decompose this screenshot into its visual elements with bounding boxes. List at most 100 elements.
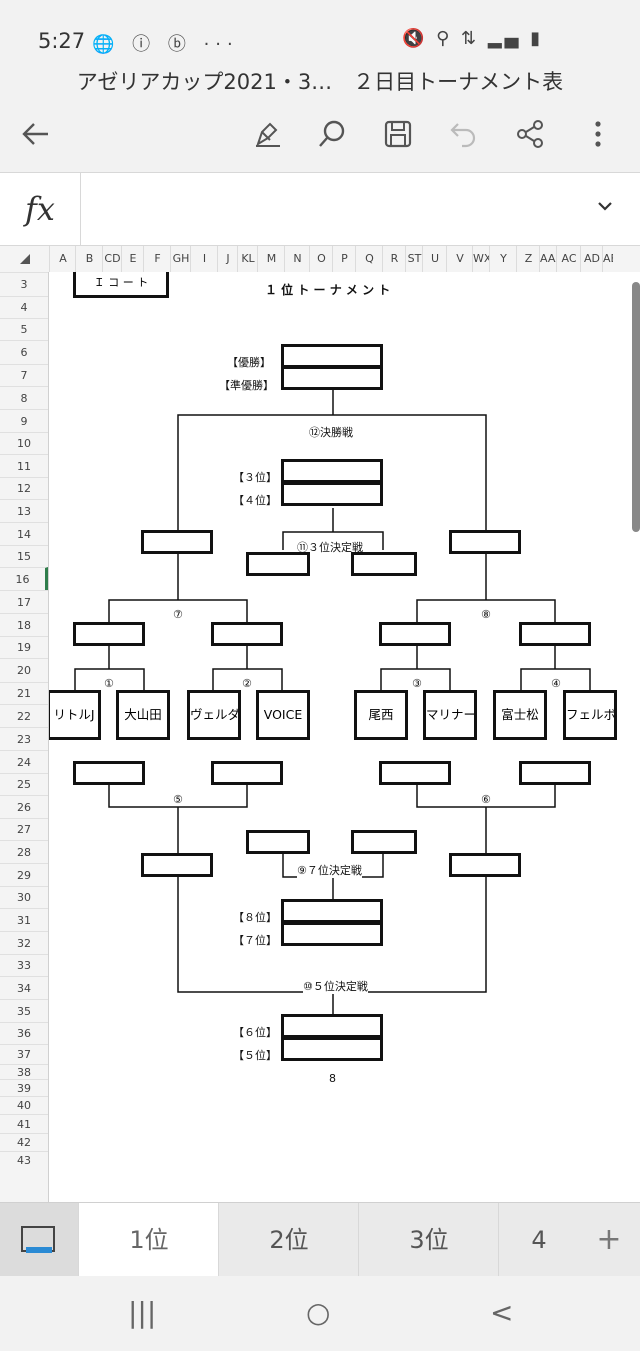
seventh-match-right-slot[interactable]: [351, 830, 417, 854]
third-slot[interactable]: [281, 459, 383, 483]
fifth-right-slot[interactable]: [449, 853, 521, 877]
column-header-cell[interactable]: N: [284, 246, 310, 272]
row-header-cell[interactable]: 24: [0, 750, 48, 774]
row-header-cell[interactable]: 32: [0, 931, 48, 955]
save-icon[interactable]: [378, 118, 418, 158]
fourth-slot[interactable]: [281, 482, 383, 506]
column-header-cell[interactable]: AAAE: [539, 246, 557, 272]
fifth-left-slot[interactable]: [141, 853, 213, 877]
row-header-cell[interactable]: 8: [0, 386, 48, 410]
column-header-cell[interactable]: AE: [602, 246, 613, 272]
third-match-right-slot[interactable]: [351, 552, 417, 576]
add-tab-button[interactable]: +: [596, 1222, 622, 1257]
row-header-cell[interactable]: 19: [0, 636, 48, 659]
cons-slot-1[interactable]: [73, 761, 145, 785]
column-header-cell[interactable]: M: [257, 246, 285, 272]
row-header-cell[interactable]: 20: [0, 658, 48, 683]
runner-up-slot[interactable]: [281, 366, 383, 390]
row-header-cell[interactable]: 35: [0, 999, 48, 1023]
vertical-scrollbar[interactable]: [632, 282, 640, 532]
column-header-cell[interactable]: V: [446, 246, 473, 272]
column-header-cell[interactable]: O: [309, 246, 333, 272]
select-all-corner[interactable]: [0, 246, 48, 272]
seventh-slot[interactable]: [281, 922, 383, 946]
column-header-cell[interactable]: WX: [472, 246, 490, 272]
fx-icon[interactable]: fx: [0, 173, 81, 245]
fifth-slot[interactable]: [281, 1037, 383, 1061]
team-2[interactable]: 大山田: [116, 690, 170, 740]
row-header-cell[interactable]: 21: [0, 682, 48, 705]
eighth-slot[interactable]: [281, 899, 383, 923]
column-header-cell[interactable]: Q: [355, 246, 383, 272]
row-header-cell[interactable]: 25: [0, 773, 48, 796]
row-header-cell[interactable]: 23: [0, 727, 48, 751]
search-icon[interactable]: [312, 118, 352, 158]
row-header-cell[interactable]: 6: [0, 340, 48, 365]
row-header-cell[interactable]: 36: [0, 1022, 48, 1045]
row-header-cell[interactable]: 17: [0, 590, 48, 614]
row-header-cell[interactable]: 42: [0, 1133, 48, 1152]
row-header-cell[interactable]: 3: [0, 272, 48, 297]
row-header-cell[interactable]: 9: [0, 409, 48, 433]
column-header-cell[interactable]: CD: [102, 246, 122, 272]
row-header-cell[interactable]: 10: [0, 432, 48, 455]
row-header-cell[interactable]: 37: [0, 1044, 48, 1065]
qf-slot-4[interactable]: [519, 622, 591, 646]
chevron-down-icon[interactable]: [590, 191, 620, 221]
row-header-cell[interactable]: 18: [0, 613, 48, 637]
row-header-cell[interactable]: 28: [0, 840, 48, 864]
row-header-cell[interactable]: 26: [0, 795, 48, 819]
semi-right-slot[interactable]: [449, 530, 521, 554]
third-match-left-slot[interactable]: [246, 552, 310, 576]
tab-1st[interactable]: 1位: [78, 1203, 219, 1277]
sheet-view-icon[interactable]: [0, 1203, 78, 1277]
qf-slot-2[interactable]: [211, 622, 283, 646]
row-header-cell[interactable]: 29: [0, 863, 48, 887]
row-header-cell[interactable]: 11: [0, 454, 48, 478]
row-header-cell[interactable]: 31: [0, 908, 48, 932]
sheet-grid[interactable]: Ｉ コ ー ト １ 位 ト ー ナ メ ン ト 【優勝】 【準優勝】 ⑫決勝戦 …: [49, 272, 640, 1202]
qf-slot-1[interactable]: [73, 622, 145, 646]
row-header-cell[interactable]: 27: [0, 818, 48, 841]
column-header-cell[interactable]: E: [121, 246, 144, 272]
row-header-cell[interactable]: 5: [0, 318, 48, 341]
column-header-cell[interactable]: P: [332, 246, 356, 272]
semi-left-slot[interactable]: [141, 530, 213, 554]
undo-icon[interactable]: [444, 118, 484, 158]
row-header-cell[interactable]: 34: [0, 976, 48, 1000]
recent-apps-icon[interactable]: |||: [128, 1296, 157, 1329]
column-header-cell[interactable]: AD: [580, 246, 603, 272]
formula-input[interactable]: [82, 173, 582, 245]
cons-slot-4[interactable]: [519, 761, 591, 785]
sixth-slot[interactable]: [281, 1014, 383, 1038]
team-6[interactable]: マリナーズ: [423, 690, 477, 740]
team-4[interactable]: VOICE: [256, 690, 310, 740]
cons-slot-2[interactable]: [211, 761, 283, 785]
share-icon[interactable]: [510, 118, 550, 158]
tab-4th[interactable]: 4: [498, 1203, 579, 1277]
column-header-cell[interactable]: I: [190, 246, 218, 272]
row-header-cell[interactable]: 41: [0, 1114, 48, 1134]
column-header-cell[interactable]: Y: [489, 246, 517, 272]
tab-2nd[interactable]: 2位: [218, 1203, 359, 1277]
row-header-cell[interactable]: 14: [0, 522, 48, 546]
column-header-cell[interactable]: ST: [405, 246, 423, 272]
column-header-cell[interactable]: R: [382, 246, 406, 272]
column-header-cell[interactable]: F: [143, 246, 171, 272]
row-header-cell[interactable]: 33: [0, 954, 48, 977]
cons-slot-3[interactable]: [379, 761, 451, 785]
row-header-cell[interactable]: 30: [0, 886, 48, 909]
team-7[interactable]: 富士松: [493, 690, 547, 740]
row-header-cell[interactable]: 12: [0, 477, 48, 500]
team-5[interactable]: 尾西: [354, 690, 408, 740]
champion-slot[interactable]: [281, 344, 383, 368]
pen-icon[interactable]: [248, 118, 288, 158]
row-header-cell[interactable]: 22: [0, 704, 48, 728]
row-header-cell[interactable]: 15: [0, 545, 48, 568]
tab-3rd[interactable]: 3位: [358, 1203, 499, 1277]
column-header-cell[interactable]: AC: [556, 246, 581, 272]
row-header-cell[interactable]: 7: [0, 364, 48, 387]
row-header-cell[interactable]: 40: [0, 1096, 48, 1115]
column-header-cell[interactable]: B: [75, 246, 103, 272]
more-icon[interactable]: [578, 118, 618, 158]
